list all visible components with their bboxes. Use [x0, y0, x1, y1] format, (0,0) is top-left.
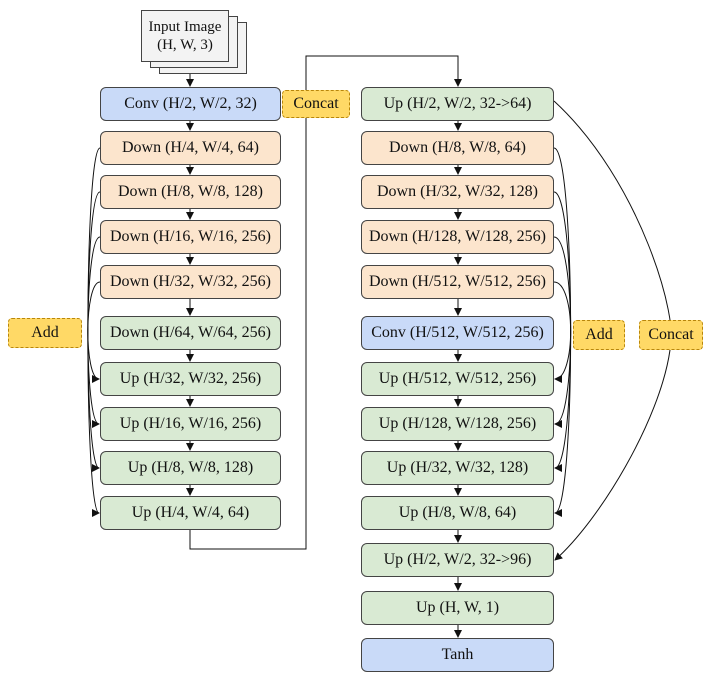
encoder-block-9: Up (H/4, W/4, 64) [100, 496, 281, 530]
connection-line-26 [87, 281, 101, 383]
encoder-block-7: Up (H/16, W/16, 256) [100, 407, 281, 441]
decoder-block-0: Up (H/2, W/2, 32->64) [361, 87, 554, 121]
encoder-block-0: Conv (H/2, W/2, 32) [100, 87, 281, 121]
decoder-block-6: Up (H/512, W/512, 256) [361, 362, 554, 396]
input-image-title: Input Image [148, 19, 222, 35]
decoder-block-12: Tanh [361, 638, 554, 672]
input-image: Input Image (H, W, 3) [141, 10, 229, 62]
encoder-block-8: Up (H/8, W/8, 128) [100, 451, 281, 485]
encoder-block-6: Up (H/32, W/32, 256) [100, 362, 281, 396]
input-image-shape: (H, W, 3) [157, 37, 213, 53]
decoder-block-4: Down (H/512, W/512, 256) [361, 265, 554, 299]
decoder-block-1: Down (H/8, W/8, 64) [361, 131, 554, 165]
add-tag-left: Add [8, 318, 82, 348]
concat-tag-top: Concat [282, 90, 350, 118]
input-image-stack: Input Image (H, W, 3) [141, 10, 251, 74]
add-tag-right: Add [573, 320, 625, 350]
connection-line-27 [553, 147, 572, 517]
decoder-block-3: Down (H/128, W/128, 256) [361, 220, 554, 254]
encoder-block-3: Down (H/16, W/16, 256) [100, 220, 281, 254]
encoder-block-2: Down (H/8, W/8, 128) [100, 175, 281, 209]
decoder-block-9: Up (H/8, W/8, 64) [361, 496, 554, 530]
encoder-block-1: Down (H/4, W/4, 64) [100, 131, 281, 165]
encoder-block-5: Down (H/64, W/64, 256) [100, 316, 281, 350]
decoder-block-2: Down (H/32, W/32, 128) [361, 175, 554, 209]
decoder-block-11: Up (H, W, 1) [361, 591, 554, 625]
decoder-block-5: Conv (H/512, W/512, 256) [361, 316, 554, 350]
encoder-block-4: Down (H/32, W/32, 256) [100, 265, 281, 299]
connection-line-29 [553, 236, 572, 428]
decoder-block-7: Up (H/128, W/128, 256) [361, 407, 554, 441]
connection-line-23 [87, 147, 101, 517]
decoder-block-10: Up (H/2, W/2, 32->96) [361, 543, 554, 577]
decoder-block-8: Up (H/32, W/32, 128) [361, 451, 554, 485]
concat-tag-right: Concat [639, 320, 703, 350]
connection-line-22 [189, 55, 462, 550]
connection-line-30 [553, 281, 572, 383]
